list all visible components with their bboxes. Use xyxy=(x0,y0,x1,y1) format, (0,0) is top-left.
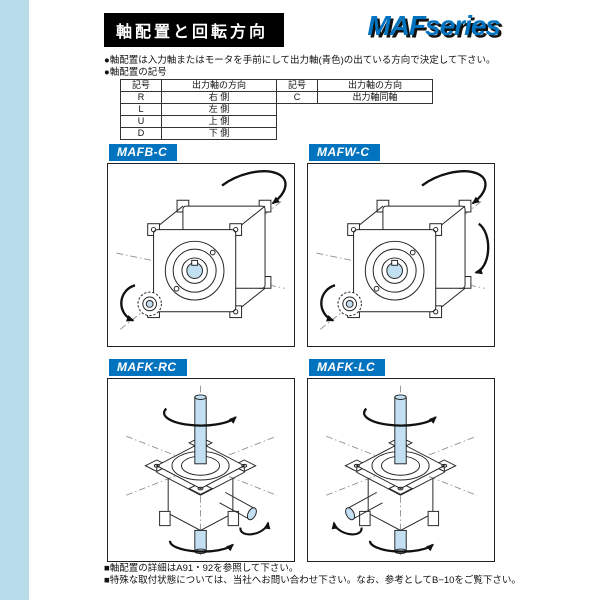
page-edge-band xyxy=(0,0,29,600)
col-header-symbol: 記号 xyxy=(120,79,162,92)
intro-note-line2: ●軸配置の記号 xyxy=(104,66,167,78)
gearbox-vertical-view xyxy=(126,386,276,555)
col-header-direction: 出力軸の方向 xyxy=(317,79,433,92)
input-rotation-arrow xyxy=(320,284,336,322)
panel-grid: MAFB-C MAFW-C MAFK-RC xyxy=(107,143,497,563)
panel-label: MAFK-LC xyxy=(309,359,386,376)
panel-label: MAFK-RC xyxy=(109,359,187,376)
table-row: U 上 側 xyxy=(120,115,277,128)
mafw-c-drawing xyxy=(310,170,490,343)
rotation-arrow-side xyxy=(474,222,490,275)
cell-symbol: D xyxy=(120,127,162,140)
panel-mafb-c: MAFB-C xyxy=(107,143,295,347)
table-row: D 下 側 xyxy=(120,127,277,140)
col-header-direction: 出力軸の方向 xyxy=(161,79,277,92)
footer-note-line2: ■特殊な取付状態については、当社へお問い合わせ下さい。なお、参考としてB−10を… xyxy=(104,574,521,586)
gearbox-front-view xyxy=(316,200,484,329)
cell-direction: 右 側 xyxy=(161,91,277,104)
cell-symbol: C xyxy=(276,91,318,104)
cell-direction: 左 側 xyxy=(161,103,277,116)
cell-symbol: R xyxy=(120,91,162,104)
rotation-arrow-bottom xyxy=(368,540,434,553)
panel-box xyxy=(307,378,495,562)
col-header-symbol: 記号 xyxy=(276,79,318,92)
intro-note-line1: ●軸配置は入力軸またはモータを手前にして出力軸(青色)の出ている方向で決定して下… xyxy=(104,55,496,66)
panel-label: MAFB-C xyxy=(109,144,178,161)
page-header: 軸配置と回転方向 MAFseries xyxy=(104,8,501,47)
panel-mafk-lc: MAFK-LC xyxy=(307,358,495,562)
panel-box xyxy=(107,163,295,347)
panel-mafw-c: MAFW-C xyxy=(307,143,495,347)
input-rotation-arrow xyxy=(120,284,136,322)
gearbox-vertical-view xyxy=(326,386,476,555)
table-row: R 右 側 xyxy=(120,91,277,104)
table-row: L 左 側 xyxy=(120,103,277,116)
mafk-lc-drawing xyxy=(310,382,492,558)
gearbox-front-view xyxy=(116,200,284,329)
cell-direction: 上 側 xyxy=(161,115,277,128)
cell-direction: 出力軸同軸 xyxy=(317,91,433,104)
brand-logo: MAFseries xyxy=(367,10,501,41)
table-header-row: 記号 出力軸の方向 xyxy=(276,79,433,92)
input-rotation-arrow xyxy=(331,521,363,536)
rotation-arrow-bottom xyxy=(168,540,234,553)
symbol-table-left: 記号 出力軸の方向 R 右 側 L 左 側 U 上 側 D 下 側 xyxy=(120,79,277,140)
symbol-table-right: 記号 出力軸の方向 C 出力軸同軸 xyxy=(276,79,433,104)
intro-notes: ●軸配置は入力軸またはモータを手前にして出力軸(青色)の出ている方向で決定して下… xyxy=(104,55,504,78)
rotation-arrow xyxy=(421,170,487,205)
input-rotation-arrow xyxy=(239,521,271,536)
footer-note-line1: ■軸配置の詳細はA91・92を参照して下さい。 xyxy=(104,563,299,574)
rotation-arrow-top xyxy=(363,407,437,427)
panel-label: MAFW-C xyxy=(309,144,380,161)
page-title: 軸配置と回転方向 xyxy=(104,13,285,47)
cell-symbol: L xyxy=(120,103,162,116)
cell-direction: 下 側 xyxy=(161,127,277,140)
symbol-table: 記号 出力軸の方向 R 右 側 L 左 側 U 上 側 D 下 側 記号 出力軸… xyxy=(120,79,433,140)
footer-notes: ■軸配置の詳細はA91・92を参照して下さい。 ■特殊な取付状態については、当社… xyxy=(104,563,524,586)
panel-box xyxy=(107,378,295,562)
table-header-row: 記号 出力軸の方向 xyxy=(120,79,277,92)
rotation-arrow xyxy=(221,170,287,205)
panel-mafk-rc: MAFK-RC xyxy=(107,358,295,562)
cell-symbol: U xyxy=(120,115,162,128)
rotation-arrow-top xyxy=(163,407,237,427)
mafb-c-drawing xyxy=(110,170,287,343)
mafk-rc-drawing xyxy=(110,382,292,558)
panel-box xyxy=(307,163,495,347)
table-row: C 出力軸同軸 xyxy=(276,91,433,104)
